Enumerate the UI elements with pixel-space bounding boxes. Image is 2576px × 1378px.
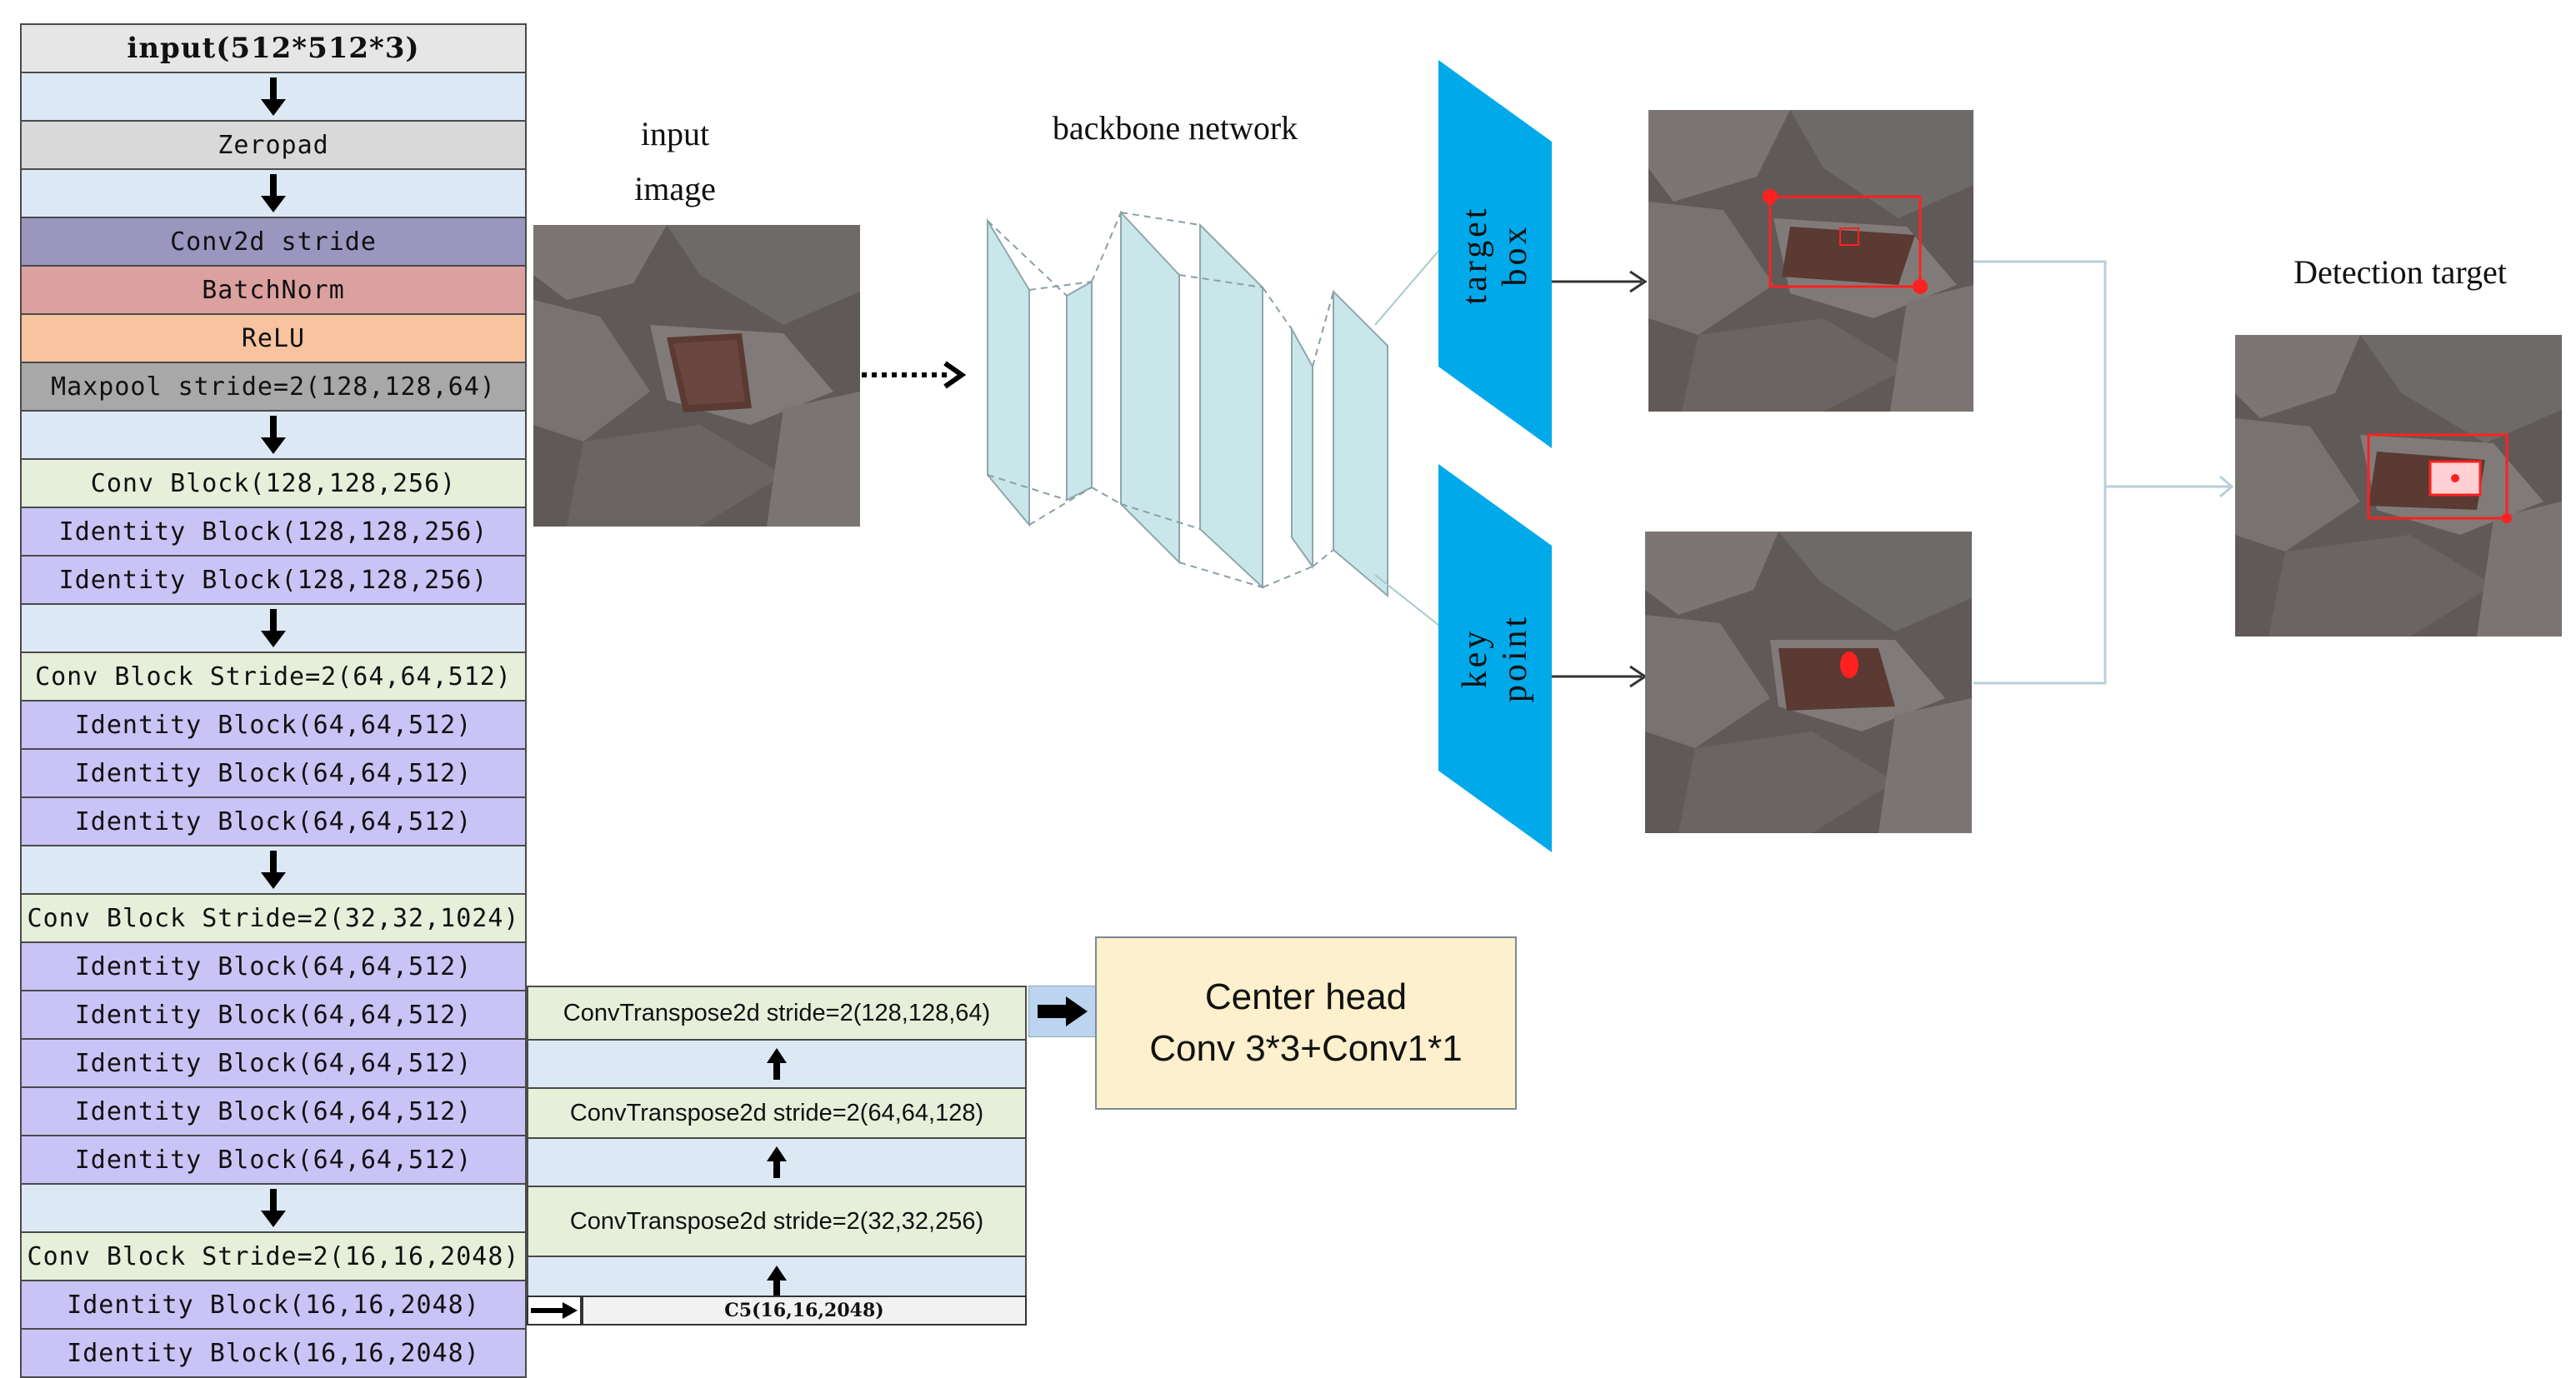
center-head-arrow-box (1028, 986, 1097, 1037)
down-arrow-icon (261, 77, 286, 116)
rock-photo-image (1645, 532, 1972, 833)
target-box-label: target box (1456, 205, 1534, 305)
backbone-layer: Zeropad (20, 121, 527, 169)
right-arrow-icon (1038, 996, 1088, 1026)
input-image (533, 225, 860, 527)
backbone-layer: Identity Block(128,128,256) (20, 556, 527, 604)
layer-arrow-row (20, 1184, 527, 1232)
key-point-head (1438, 464, 1552, 852)
upsample-layer-stack: ConvTranspose2d stride=2(128,128,64) Conv… (527, 986, 1027, 1306)
upsample-layer: ConvTranspose2d stride=2(128,128,64) (527, 986, 1027, 1040)
input-image-label-line1: input (640, 115, 710, 152)
c5-arrow-box (527, 1296, 582, 1326)
backbone-layer: Identity Block(64,64,512) (20, 701, 527, 749)
backbone-layer: Identity Block(64,64,512) (20, 1039, 527, 1087)
target-box-output-image (1648, 110, 1973, 412)
detection-target-label: Detection target (2293, 253, 2507, 291)
right-arrow-icon (1552, 665, 1648, 688)
center-head-title: Center head (1204, 976, 1408, 1017)
input-image-label: input image (583, 107, 767, 217)
center-head-box: Center head Conv 3*3+Conv1*1 (1095, 936, 1517, 1110)
key-point-output-image (1645, 532, 1972, 833)
layer-arrow-row (527, 1040, 1027, 1088)
key-point-label: key point (1456, 613, 1534, 703)
layer-arrow-row (527, 1138, 1027, 1186)
up-arrow-icon (767, 1266, 787, 1297)
backbone-network-label: backbone network (1052, 109, 1298, 147)
right-arrow-icon (531, 1302, 578, 1319)
backbone-layer: Maxpool stride=2(128,128,64) (20, 362, 527, 411)
rock-photo-image (1648, 110, 1973, 412)
center-head-subtitle: Conv 3*3+Conv1*1 (1149, 1028, 1463, 1069)
backbone-layer: Identity Block(64,64,512) (20, 991, 527, 1039)
layer-arrow-row (20, 604, 527, 652)
backbone-layer: Identity Block(128,128,256) (20, 507, 527, 556)
backbone-layer: BatchNorm (20, 266, 527, 314)
backbone-layer: Identity Block(16,16,2048) (20, 1281, 527, 1329)
dotted-arrow (862, 361, 967, 389)
c5-feature-label: C5(16,16,2048) (582, 1296, 1027, 1326)
backbone-layer: Identity Block(64,64,512) (20, 942, 527, 991)
backbone-layer: Conv Block Stride=2(32,32,1024) (20, 894, 527, 942)
rock-photo-image (2235, 335, 2562, 637)
layer-arrow-row (20, 169, 527, 217)
backbone-layer: Conv Block Stride=2(64,64,512) (20, 652, 527, 701)
backbone-network-diagram (987, 210, 1388, 598)
key-point-label-wrap: key point (1412, 592, 1578, 725)
right-arrow-icon (1552, 270, 1648, 293)
backbone-layer: Identity Block(64,64,512) (20, 797, 527, 846)
down-arrow-icon (261, 609, 286, 647)
down-arrow-icon (261, 1189, 286, 1227)
rock-photo-image (533, 225, 860, 527)
down-arrow-icon (261, 416, 286, 454)
backbone-layer: ReLU (20, 314, 527, 362)
down-arrow-icon (261, 174, 286, 212)
backbone-layer: Conv Block Stride=2(16,16,2048) (20, 1232, 527, 1281)
layer-arrow-row (20, 411, 527, 459)
backbone-layer: Identity Block(64,64,512) (20, 1087, 527, 1136)
up-arrow-icon (767, 1048, 787, 1080)
merge-connector-lines (1973, 260, 2234, 685)
input-image-label-line2: image (634, 170, 716, 207)
target-box-label-wrap: target box (1412, 188, 1578, 322)
backbone-layer: Conv2d stride (20, 217, 527, 266)
upsample-layer: ConvTranspose2d stride=2(64,64,128) (527, 1088, 1027, 1138)
backbone-layer: Conv Block(128,128,256) (20, 459, 527, 507)
layer-arrow-row (20, 846, 527, 894)
target-box-head (1438, 60, 1552, 448)
up-arrow-icon (767, 1146, 787, 1178)
layer-arrow-row (20, 72, 527, 121)
detection-target-image (2235, 335, 2562, 637)
backbone-layer: Identity Block(64,64,512) (20, 749, 527, 797)
upsample-layer: ConvTranspose2d stride=2(32,32,256) (527, 1186, 1027, 1256)
backbone-layer: Identity Block(64,64,512) (20, 1136, 527, 1184)
down-arrow-icon (261, 851, 286, 889)
backbone-layer: input(512*512*3) (20, 23, 527, 72)
backbone-layer: Identity Block(16,16,2048) (20, 1329, 527, 1378)
